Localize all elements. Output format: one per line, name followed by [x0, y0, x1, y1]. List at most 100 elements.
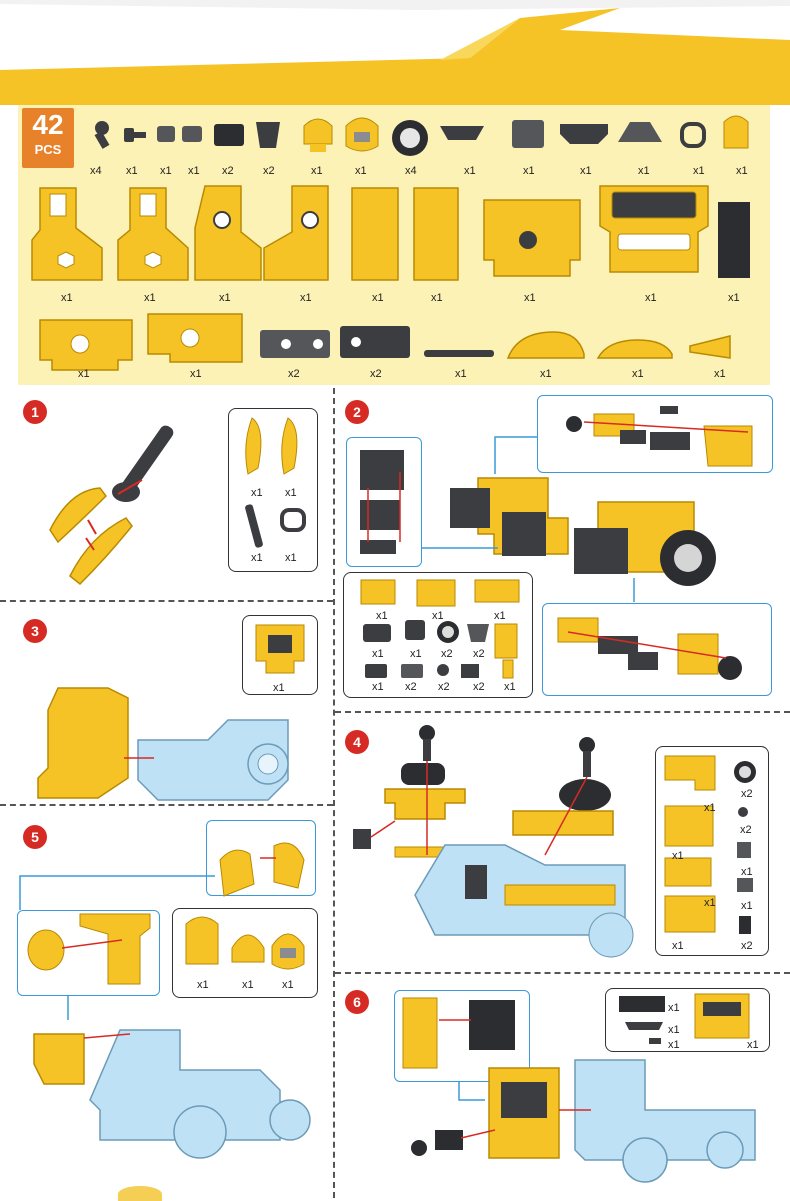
cone-part: [689, 335, 731, 359]
qty-label: x1: [668, 1024, 680, 1036]
qty-label: x1: [355, 165, 367, 177]
qty-label: x2: [405, 681, 417, 693]
screw-part: [94, 121, 110, 149]
qty-label: x1: [410, 648, 422, 660]
step5-illustration: [19, 842, 311, 1159]
qty-label: x1: [638, 165, 650, 177]
step-number-5: 5: [23, 825, 47, 849]
step6-parts: [619, 993, 750, 1044]
qty-label: x2: [473, 648, 485, 660]
qty-label: x2: [741, 940, 753, 952]
qty-label: x1: [61, 292, 73, 304]
qty-label: x1: [668, 1002, 680, 1014]
qty-label: x1: [455, 368, 467, 380]
qty-label: x1: [523, 165, 535, 177]
step5-parts: [185, 916, 305, 970]
ring-part: [680, 122, 706, 148]
qty-label: x1: [311, 165, 323, 177]
qty-label: x2: [740, 824, 752, 836]
qty-label: x2: [441, 648, 453, 660]
qty-label: x1: [728, 292, 740, 304]
qty-label: x1: [672, 940, 684, 952]
fender-part: [506, 331, 585, 359]
qty-label: x1: [714, 368, 726, 380]
qty-label: x2: [473, 681, 485, 693]
piece-unit: PCS: [34, 142, 62, 157]
decorative-blob: [118, 1186, 162, 1201]
qty-label: x1: [300, 292, 312, 304]
piece-count-badge: 42 PCS: [22, 108, 74, 168]
step3-parts: [255, 624, 305, 674]
qty-label: x1: [251, 487, 263, 499]
piece-count: 42: [32, 109, 64, 140]
qty-label: x1: [282, 979, 294, 991]
fender-part: [596, 339, 673, 359]
qty-label: x1: [78, 368, 90, 380]
qty-label: x1: [190, 368, 202, 380]
tire-part: [392, 120, 428, 156]
qty-label: x2: [263, 165, 275, 177]
bolt-part: [124, 128, 146, 142]
qty-label: x1: [251, 552, 263, 564]
door-part: [351, 187, 399, 281]
qty-label: x1: [524, 292, 536, 304]
qty-label: x1: [668, 1039, 680, 1051]
qty-label: x1: [645, 292, 657, 304]
qty-label: x2: [288, 368, 300, 380]
qty-label: x1: [632, 368, 644, 380]
qty-label: x1: [376, 610, 388, 622]
qty-label: x1: [704, 897, 716, 909]
qty-label: x1: [747, 1039, 759, 1051]
step-number-4: 4: [345, 730, 369, 754]
qty-label: x1: [431, 292, 443, 304]
qty-label: x1: [242, 979, 254, 991]
step-divider: [0, 804, 333, 806]
qty-label: x1: [197, 979, 209, 991]
qty-label: x1: [219, 292, 231, 304]
qty-label: x1: [432, 610, 444, 622]
seat-part: [723, 115, 749, 149]
step2-parts: [360, 579, 520, 679]
link-part: [340, 326, 410, 358]
step1-parts-box: [228, 408, 318, 572]
parts-row2-drawings: [31, 185, 750, 281]
qty-label: x1: [285, 552, 297, 564]
step-number-1: 1: [23, 400, 47, 424]
qty-label: x1: [540, 368, 552, 380]
qty-label: x1: [273, 682, 285, 694]
qty-label: x1: [126, 165, 138, 177]
door-part: [413, 187, 459, 281]
block-part: [157, 126, 175, 142]
qty-label: x1: [372, 292, 384, 304]
step-divider: [0, 600, 333, 602]
axle-part: [424, 350, 494, 357]
step-divider: [335, 711, 790, 713]
step3-illustration: [37, 687, 289, 801]
qty-label: x4: [90, 165, 102, 177]
gear-panel-part: [194, 185, 262, 281]
qty-label: x1: [372, 648, 384, 660]
qty-label: x1: [372, 681, 384, 693]
helmet-part: [345, 117, 379, 152]
qty-label: x2: [222, 165, 234, 177]
step2-illustration: [360, 406, 753, 680]
qty-label: x1: [693, 165, 705, 177]
head-part: [303, 118, 333, 152]
step-divider: [335, 972, 790, 974]
qty-label: x2: [370, 368, 382, 380]
step-number-6: 6: [345, 990, 369, 1014]
qty-label: x1: [494, 610, 506, 622]
cup-part: [256, 122, 280, 148]
wing-part: [440, 126, 484, 140]
column-divider: [333, 388, 335, 1198]
qty-label: x1: [188, 165, 200, 177]
qty-label: x1: [736, 165, 748, 177]
link-part: [260, 330, 330, 358]
plate-part: [214, 124, 244, 146]
qty-label: x1: [741, 866, 753, 878]
parts-row1-drawings: [94, 115, 749, 156]
ramp-part: [618, 122, 662, 142]
step-number-2: 2: [345, 400, 369, 424]
step-number-3: 3: [23, 619, 47, 643]
qty-label: x1: [580, 165, 592, 177]
